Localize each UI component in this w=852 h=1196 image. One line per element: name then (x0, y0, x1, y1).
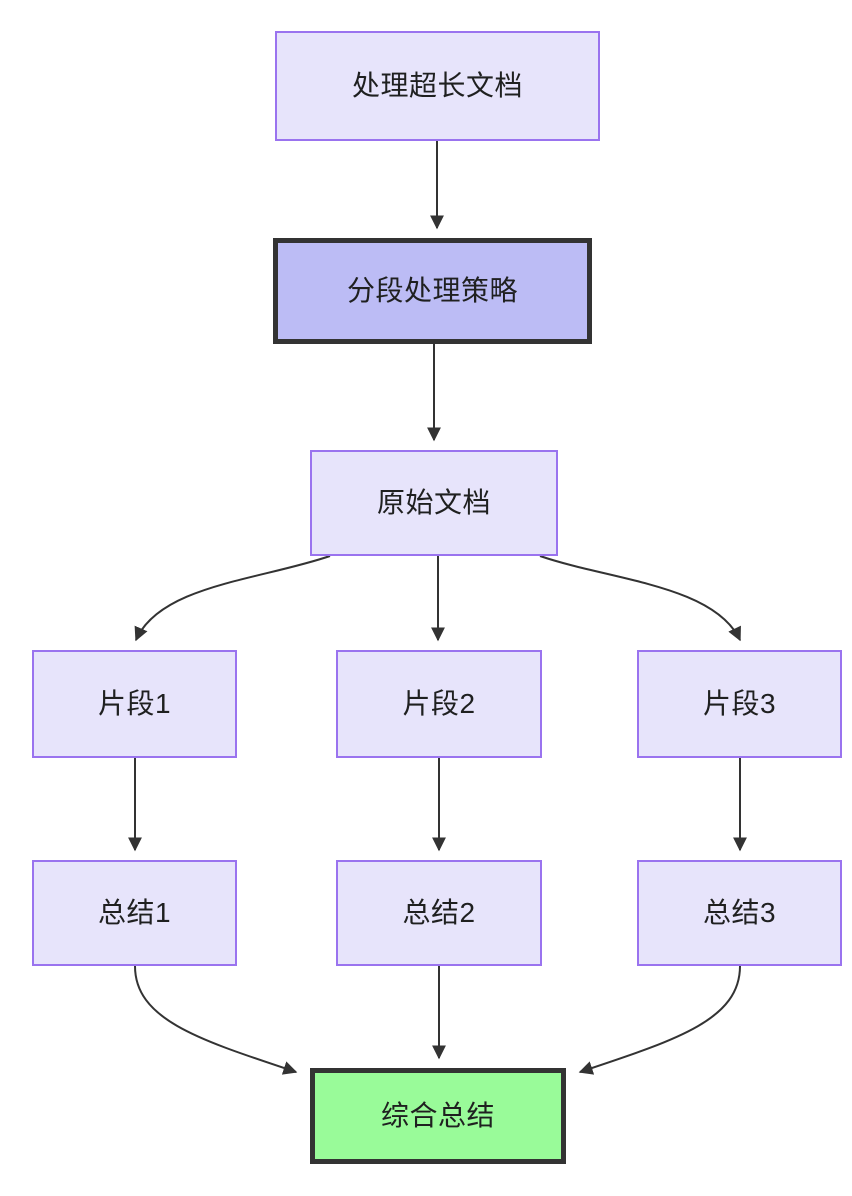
node-final-summary[interactable]: 综合总结 (310, 1068, 566, 1164)
node-fragment-1[interactable]: 片段1 (32, 650, 237, 758)
node-summary-3-label: 总结3 (702, 897, 777, 929)
node-fragment-2-label: 片段2 (402, 688, 476, 720)
node-fragment-3[interactable]: 片段3 (637, 650, 842, 758)
edge-summary-3-to-final-summary (578, 965, 741, 1075)
node-fragment-3-label: 片段3 (702, 688, 777, 720)
node-long-doc[interactable]: 处理超长文档 (275, 31, 600, 141)
node-source-doc-label: 原始文档 (376, 487, 491, 519)
node-summary-2[interactable]: 总结2 (336, 860, 542, 966)
edge-source-doc-to-fragment-1 (134, 555, 331, 642)
node-chunk-strategy-label: 分段处理策略 (346, 275, 518, 307)
edge-source-doc-to-fragment-3 (539, 555, 741, 642)
node-summary-1[interactable]: 总结1 (32, 860, 237, 966)
node-chunk-strategy[interactable]: 分段处理策略 (273, 238, 592, 344)
node-summary-2-label: 总结2 (402, 897, 476, 929)
node-fragment-1-label: 片段1 (97, 688, 172, 720)
node-summary-3[interactable]: 总结3 (637, 860, 842, 966)
node-source-doc[interactable]: 原始文档 (310, 450, 558, 556)
node-fragment-2[interactable]: 片段2 (336, 650, 542, 758)
node-final-summary-label: 综合总结 (380, 1100, 495, 1132)
edge-summary-1-to-final-summary (134, 965, 298, 1075)
node-summary-1-label: 总结1 (97, 897, 172, 929)
node-long-doc-label: 处理超长文档 (351, 70, 523, 102)
